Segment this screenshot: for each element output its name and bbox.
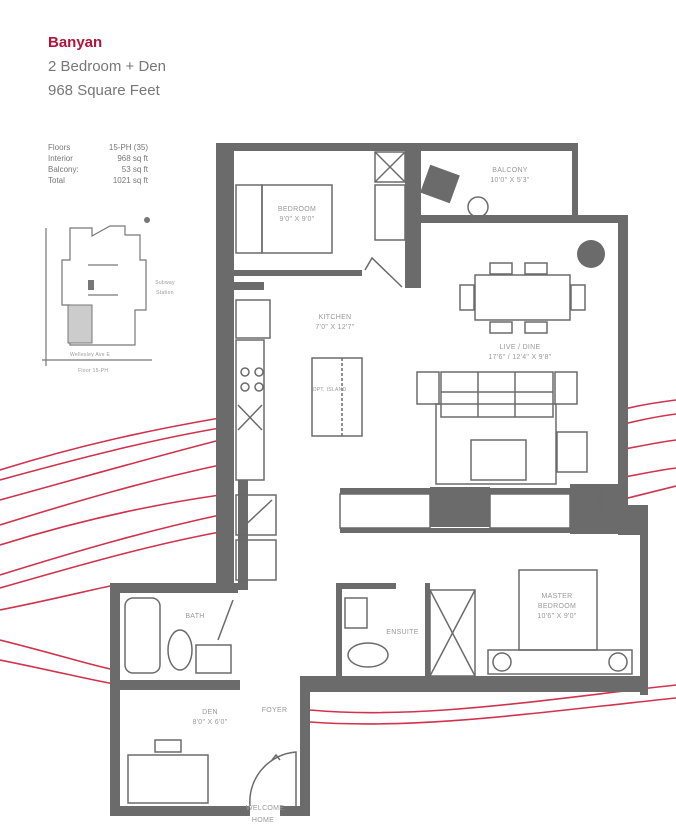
room-island: OPT. ISLAND — [312, 387, 347, 393]
stat-row: Balcony: 53 sq ft — [48, 164, 148, 175]
room-name: LIVE / DINE — [499, 344, 541, 351]
stats-table: Floors 15-PH (35) Interior 968 sq ft Balco… — [48, 142, 148, 186]
stat-row: Total 1021 sq ft — [48, 175, 148, 186]
room-name: BALCONY — [492, 167, 528, 174]
room-size: 10'6" X 9'0" — [537, 613, 577, 620]
room-ensuite: ENSUITE — [386, 629, 419, 636]
room-name: DEN — [202, 709, 218, 716]
room-bath: BATH — [185, 613, 205, 620]
stat-value: 1021 sq ft — [112, 176, 148, 185]
stat-label: Balcony: — [48, 165, 79, 174]
stat-row: Interior 968 sq ft — [48, 153, 148, 164]
stat-row: Floors 15-PH (35) — [48, 142, 148, 153]
keyplan-street-right: Subway Station — [155, 280, 175, 296]
keyplan-street-bottom: Wellesley Ave E — [70, 352, 111, 358]
room-live-dine: LIVE / DINE 17'6" / 12'4" X 9'8" — [470, 343, 570, 363]
suite-area: 968 Square Feet — [48, 82, 160, 99]
stat-value: 968 sq ft — [117, 154, 148, 163]
room-kitchen: KITCHEN 7'0" X 12'7" — [295, 313, 375, 333]
room-name: MASTER BEDROOM — [537, 593, 577, 610]
room-balcony: BALCONY 10'0" X 5'3" — [465, 166, 555, 186]
keyplan-floor-note: Floor 15-PH — [78, 368, 109, 374]
stat-label: Floors — [48, 143, 71, 152]
entrance-label: WELCOME HOME — [246, 805, 285, 824]
stat-value: 53 sq ft — [121, 165, 148, 174]
room-size: 8'0" X 6'0" — [192, 719, 228, 726]
room-size: 10'0" X 5'3" — [490, 177, 530, 184]
room-size: 9'0" X 9'0" — [279, 216, 315, 223]
suite-name: Banyan — [48, 34, 103, 51]
room-size: 17'6" / 12'4" X 9'8" — [488, 354, 552, 361]
room-foyer: FOYER — [261, 707, 288, 714]
room-master: MASTER BEDROOM 10'6" X 9'0" — [522, 592, 592, 622]
room-den: DEN 8'0" X 6'0" — [185, 708, 235, 728]
stat-value: 15-PH (35) — [108, 143, 148, 152]
room-name: BEDROOM — [277, 206, 317, 213]
stat-label: Interior — [48, 154, 73, 163]
suite-layout: 2 Bedroom + Den — [48, 58, 166, 75]
stat-label: Total — [48, 176, 65, 185]
room-name: KITCHEN — [318, 314, 352, 321]
room-size: 7'0" X 12'7" — [315, 324, 355, 331]
room-bedroom: BEDROOM 9'0" X 9'0" — [262, 205, 332, 225]
